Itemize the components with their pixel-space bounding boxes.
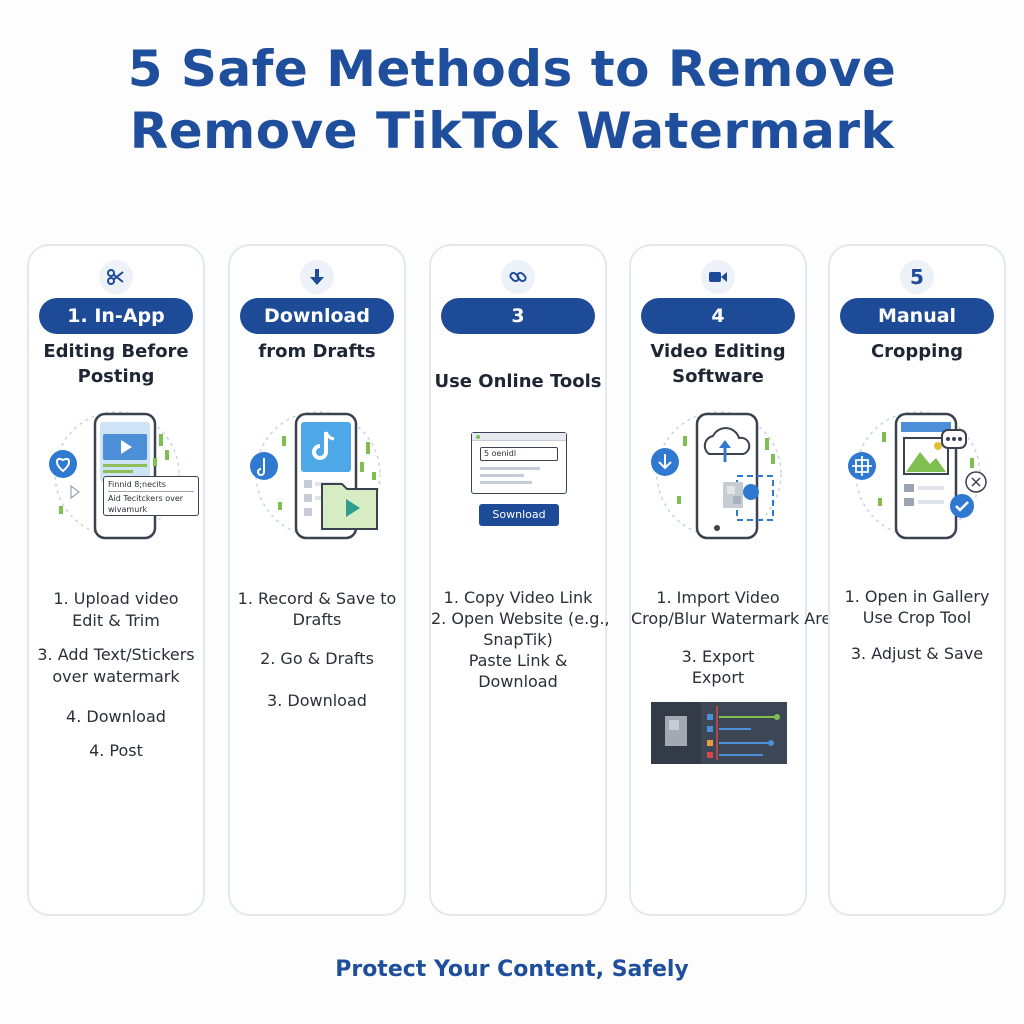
step-text: SnapTik) <box>483 630 553 649</box>
step-text: Crop/Blur Watermark Area <box>631 609 842 628</box>
url-input: 5 oenidl <box>480 447 558 461</box>
phone-drafts-illustration <box>242 406 394 546</box>
editor-timeline-illustration <box>651 702 787 764</box>
subtitle-line: Cropping <box>870 341 964 362</box>
step-text: Edit & Trim <box>72 611 160 630</box>
subtitle-line: Editing Before <box>43 341 189 362</box>
phone-editing-illustration: Finnid 8;necits Aid Tecitckers over wiva… <box>41 406 199 546</box>
step-text: 1. Upload video <box>53 589 179 608</box>
method-card-online-tools: 3 Use Online Tools 5 oenidl Sownload 1. … <box>429 244 610 916</box>
step-text: Use Crop Tool <box>862 608 972 627</box>
step-text: 3. Add Text/Stickers <box>37 645 195 664</box>
method-card-download-drafts: Download from Drafts 1. Record & S <box>228 244 406 916</box>
subtitle-line: from Drafts <box>258 341 376 362</box>
step-text: 4. Post <box>89 741 143 760</box>
method-card-manual-cropping: 5 Manual Cropping <box>828 244 1006 916</box>
page-title: 5 Safe Methods to Remove Remove TikTok W… <box>0 38 1024 162</box>
method-pill: 3 <box>441 298 595 334</box>
step-text: 4. Download <box>66 707 166 726</box>
method-pill: 1. In-App <box>39 298 193 334</box>
method-card-video-editing: 4 Video Editing Software 1. Import Video <box>629 244 842 916</box>
subtitle-line: Posting <box>77 366 155 387</box>
link-icon <box>501 260 535 294</box>
download-button[interactable]: Sownload <box>479 504 559 526</box>
method-pill: 4 <box>641 298 795 334</box>
subtitle-line: Software <box>672 366 764 387</box>
method-card-in-app: 1. In-App Editing Before Posting Finnid … <box>27 244 205 916</box>
video-camera-icon <box>701 260 735 294</box>
phone-gallery-illustration <box>842 406 994 546</box>
method-subtitle: from Drafts <box>230 339 404 364</box>
title-line-2: Remove TikTok Watermark <box>129 102 895 160</box>
step-text: 2. Go & Drafts <box>260 649 374 668</box>
step-text: 1. Copy Video Link <box>443 588 593 607</box>
step-text: 2. Open Website (e.g., <box>431 609 610 628</box>
step-text: over watermark <box>52 667 180 686</box>
phone-cloud-illustration <box>643 406 795 546</box>
step-text: 1. Record & Save to <box>237 589 397 608</box>
scissors-icon <box>99 260 133 294</box>
method-pill: Download <box>240 298 394 334</box>
subtitle-line: Use Online Tools <box>434 371 602 392</box>
popup-line: wivamurk <box>108 505 148 514</box>
method-subtitle: Cropping <box>830 339 1004 364</box>
step-text: 1. Import Video <box>656 588 780 607</box>
step-text: Drafts <box>292 610 342 629</box>
method-subtitle: Video Editing Software <box>631 339 805 389</box>
method-subtitle: Editing Before Posting <box>29 339 203 389</box>
popup-line: Finnid 8;necits <box>108 480 166 489</box>
step-text: Download <box>478 672 558 691</box>
title-line-1: 5 Safe Methods to Remove <box>127 40 897 98</box>
step-text: 1. Open in Gallery <box>844 587 990 606</box>
method-subtitle: Use Online Tools <box>431 369 605 394</box>
step-text: Paste Link & <box>468 651 568 670</box>
step-text: 3. Download <box>267 691 367 710</box>
step-text: Export <box>691 668 745 687</box>
number-five-icon: 5 <box>900 260 934 294</box>
step-text: 3. Export <box>681 647 755 666</box>
download-arrow-icon <box>300 260 334 294</box>
popup-line: Aid Tecitckers over <box>108 494 184 503</box>
method-pill: Manual <box>840 298 994 334</box>
footer-tagline: Protect Your Content, Safely <box>335 957 689 982</box>
browser-window-illustration: 5 oenidl <box>471 432 567 494</box>
text-overlay-popup: Finnid 8;necits Aid Tecitckers over wiva… <box>103 476 199 516</box>
subtitle-line: Video Editing <box>650 341 786 362</box>
step-text: 3. Adjust & Save <box>850 644 984 663</box>
